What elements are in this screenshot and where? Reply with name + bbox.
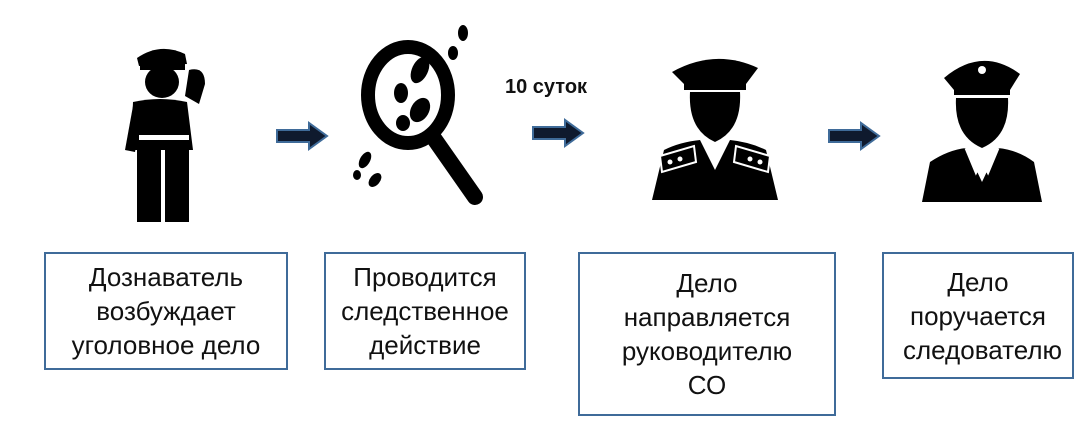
step-box-initiate-case: Дознаватель возбуждает уголовное дело (44, 252, 288, 370)
step-text: Дознаватель возбуждает уголовное дело (71, 262, 261, 360)
deadline-label: 10 суток (505, 76, 588, 98)
arrow-right-icon (532, 118, 585, 148)
officer-with-epaulettes-icon (652, 58, 778, 200)
step-box-sent-to-head: Дело направляется руководителю СО (578, 252, 836, 416)
step-text: Проводится следственное действие (341, 262, 509, 360)
investigator-icon (922, 60, 1042, 202)
police-officer-saluting-icon (125, 48, 205, 222)
arrow-right-icon (828, 121, 881, 151)
magnifier-footprints-icon (353, 25, 483, 205)
step-box-investigative-action: Проводится следственное действие (324, 252, 526, 370)
step-text: Дело направляется руководителю СО (621, 268, 793, 400)
step-box-assigned-to-investigator: Дело поручается следователю (882, 252, 1074, 379)
arrow-right-icon (276, 121, 329, 151)
step-text: Дело поручается следователю (903, 266, 1062, 365)
